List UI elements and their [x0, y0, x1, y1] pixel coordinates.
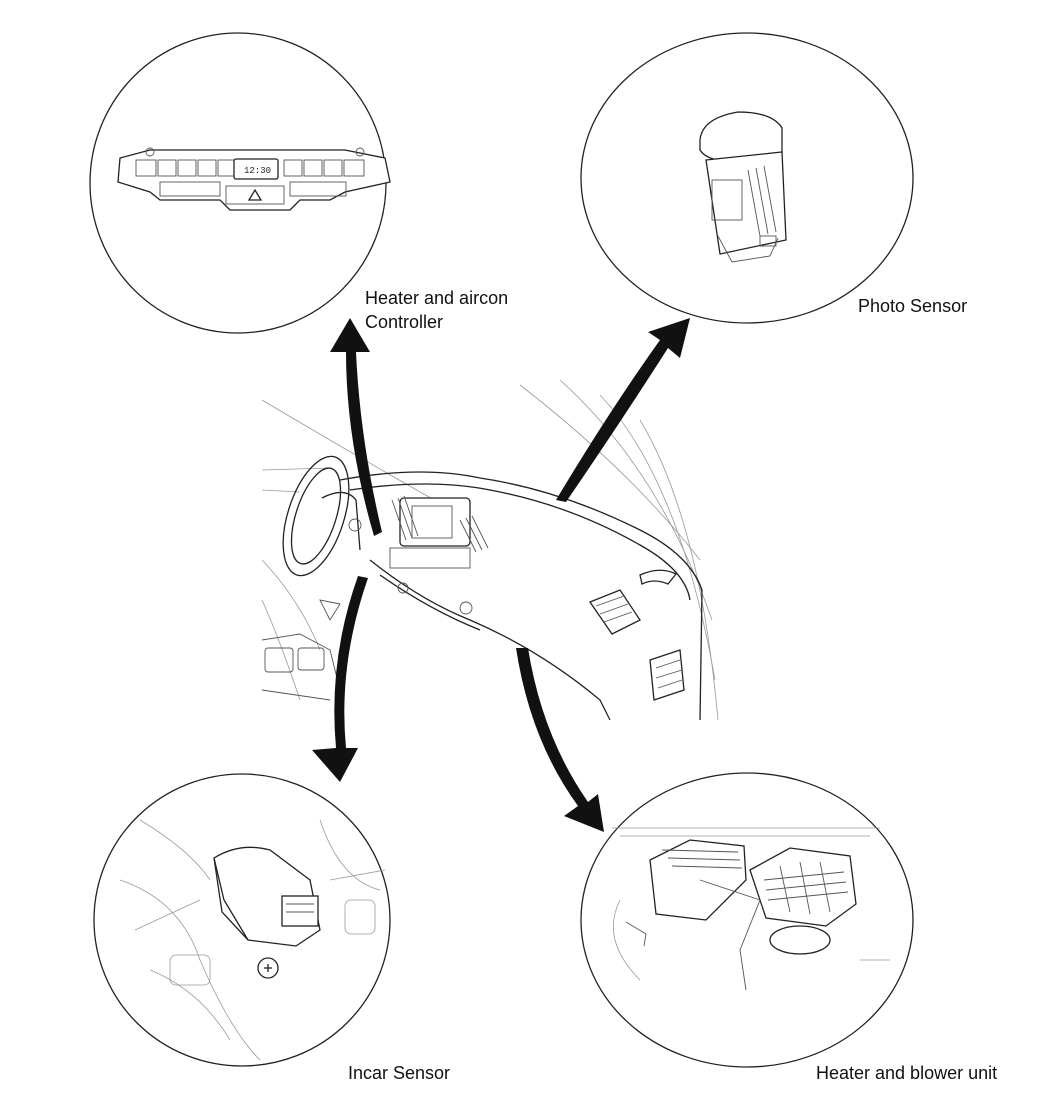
controller-label: Heater and aircon Controller — [365, 286, 508, 334]
photo-sensor-part — [699, 111, 787, 263]
arrow-to-photo-sensor — [556, 318, 690, 502]
dashboard-illustration — [261, 379, 719, 721]
incar-sensor-callout — [93, 773, 391, 1067]
controller-label-line1: Heater and aircon — [365, 288, 509, 308]
blower-unit-part — [612, 827, 890, 991]
arrows — [312, 318, 690, 832]
arrow-to-incar-sensor — [312, 576, 368, 782]
arrow-to-controller — [330, 318, 382, 536]
blower-unit-label: Heater and blower unit — [816, 1063, 998, 1083]
incar-sensor-label: Incar Sensor — [348, 1063, 451, 1083]
incar-sensor-part — [119, 819, 386, 1061]
controller-panel: 12:30 — [117, 147, 391, 211]
controller-callout: 12:30 — [89, 32, 391, 334]
controller-label-line2: Controller — [365, 312, 444, 332]
hazard-icon — [247, 188, 263, 201]
controller-display-time: 12:30 — [244, 166, 271, 176]
photo-sensor-callout — [580, 32, 914, 324]
arrow-to-blower-unit — [516, 648, 604, 832]
photo-sensor-label: Photo Sensor — [858, 296, 968, 316]
blower-unit-callout — [580, 772, 914, 1068]
